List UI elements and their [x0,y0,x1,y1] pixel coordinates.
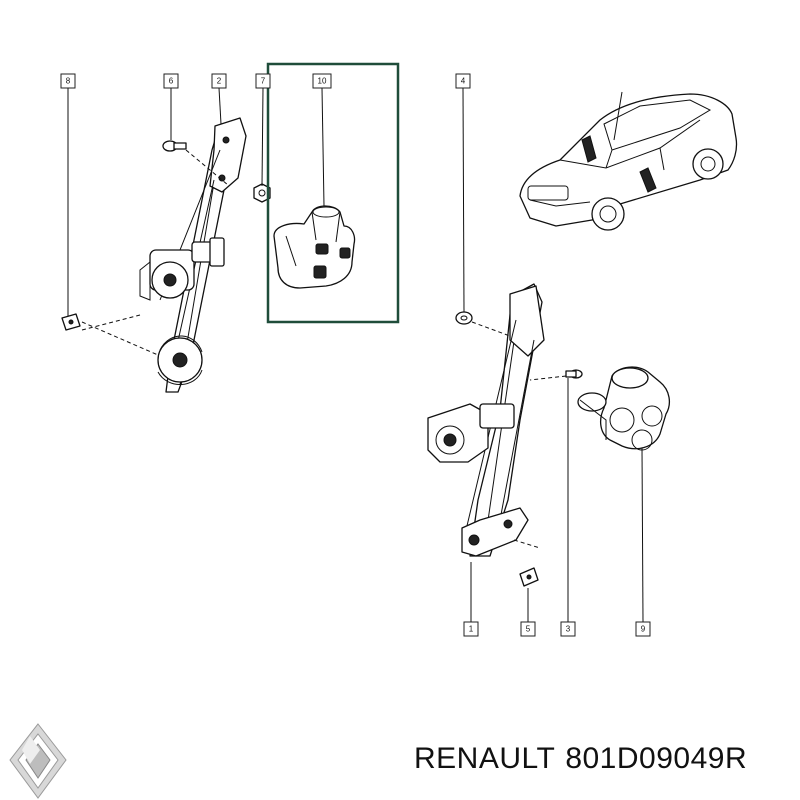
callout-6: 6 [163,73,179,89]
callout-8: 8 [60,73,76,89]
callout-5: 5 [520,621,536,637]
screw-6-part [162,140,229,186]
callout-9-label: 9 [641,625,646,634]
callout-4: 4 [455,73,471,89]
callout-7-label: 7 [261,77,266,86]
callout-2-label: 2 [217,77,222,86]
window-regulator-left [139,117,247,393]
callout-4-label: 4 [461,77,466,86]
callout-1-label: 1 [469,625,474,634]
callout-9: 9 [635,621,651,637]
screw-3-part [529,369,583,381]
callout-7: 7 [255,73,271,89]
callout-3: 3 [560,621,576,637]
callout-2: 2 [211,73,227,89]
callout-10-label: 10 [318,77,327,86]
part-number: 801D09049R [565,742,748,775]
callout-8-label: 8 [66,77,71,86]
clip-8-part [61,313,159,356]
clip-5-part [519,567,539,587]
renault-diamond-logo [9,723,67,799]
switch-housing-9 [577,366,671,451]
callout-10: 10 [312,73,332,89]
highlight-frame [266,62,400,324]
brand-name: RENAULT [414,742,556,775]
window-regulator-right [427,283,545,557]
callout-6-label: 6 [169,77,174,86]
car-illustration [519,91,738,231]
switch-housing-10 [273,205,356,289]
callout-3-label: 3 [566,625,571,634]
callout-1: 1 [463,621,479,637]
footer-brand-line: RENAULT 801D09049R [414,742,757,776]
callout-5-label: 5 [526,625,531,634]
washer-4-part [455,311,511,337]
